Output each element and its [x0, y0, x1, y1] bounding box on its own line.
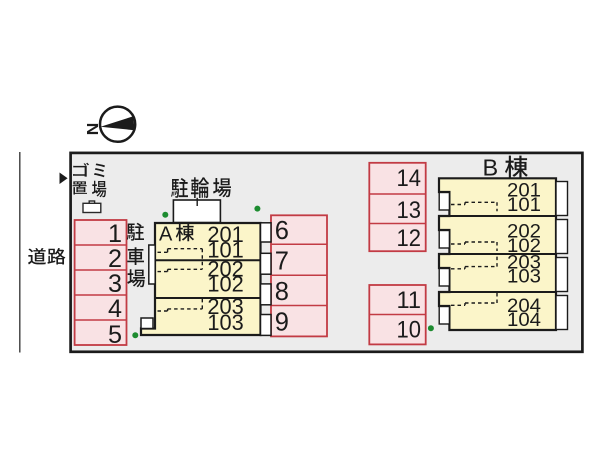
svg-text:8: 8	[275, 278, 289, 306]
svg-text:104: 104	[507, 309, 541, 331]
svg-text:11: 11	[397, 287, 422, 314]
svg-text:5: 5	[108, 321, 122, 349]
svg-text:B: B	[483, 155, 499, 181]
svg-text:N: N	[85, 123, 102, 136]
svg-text:10: 10	[397, 317, 422, 344]
svg-text:204: 204	[507, 295, 541, 317]
svg-text:103: 103	[507, 266, 541, 288]
svg-text:6: 6	[275, 217, 289, 245]
svg-text:3: 3	[108, 270, 122, 298]
svg-text:1: 1	[108, 220, 122, 248]
svg-text:7: 7	[275, 247, 289, 275]
svg-text:9: 9	[275, 309, 289, 337]
svg-text:A: A	[159, 224, 173, 246]
svg-text:202: 202	[207, 256, 243, 281]
svg-text:12: 12	[397, 225, 422, 252]
svg-text:13: 13	[397, 197, 422, 224]
svg-text:102: 102	[507, 235, 541, 257]
svg-text:102: 102	[207, 272, 243, 297]
svg-text:4: 4	[108, 295, 122, 323]
svg-text:202: 202	[507, 220, 541, 242]
svg-text:101: 101	[207, 238, 243, 263]
svg-text:2: 2	[108, 245, 122, 273]
svg-text:201: 201	[507, 180, 541, 202]
svg-text:201: 201	[207, 222, 243, 247]
svg-text:14: 14	[397, 165, 422, 192]
svg-text:203: 203	[507, 251, 541, 273]
svg-text:103: 103	[207, 310, 243, 335]
svg-text:203: 203	[207, 294, 243, 319]
svg-text:101: 101	[507, 194, 541, 216]
